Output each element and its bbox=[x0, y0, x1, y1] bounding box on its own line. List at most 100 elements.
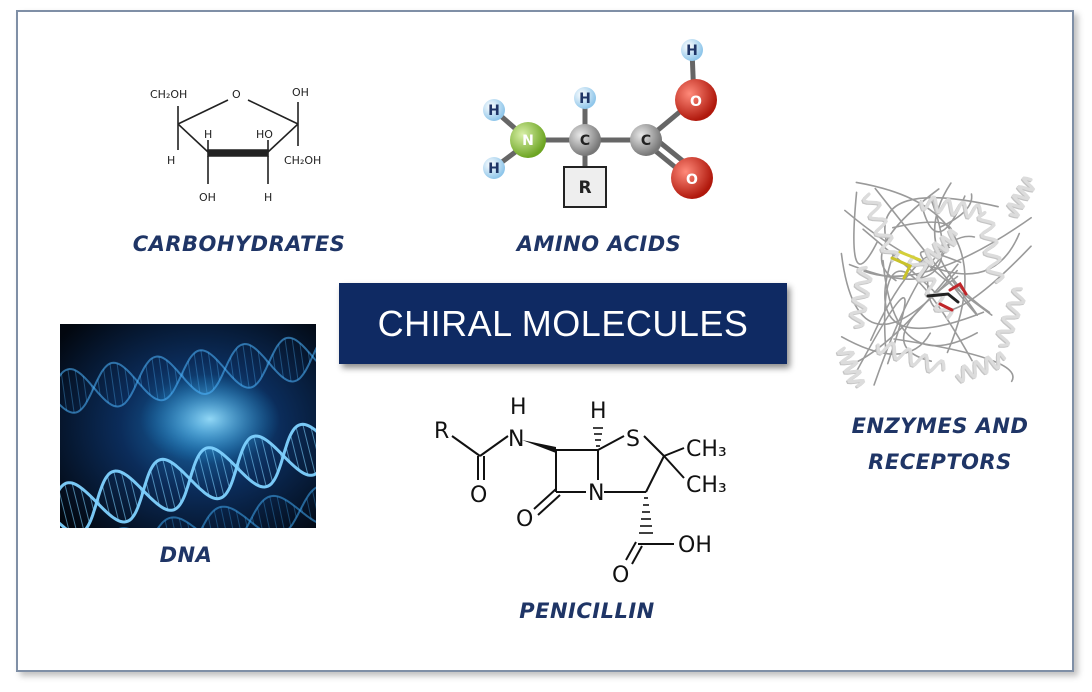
dna-rung bbox=[178, 518, 182, 528]
carbohydrate-structure: CH₂OH O OH H H HO CH₂OH OH H bbox=[150, 86, 321, 204]
amino-o-hydroxyl: O bbox=[690, 94, 702, 110]
dna-rung bbox=[170, 461, 182, 504]
enzyme-helix bbox=[849, 265, 873, 329]
amino-c-alpha: C bbox=[580, 133, 590, 149]
amino-h-n1: H bbox=[488, 103, 500, 119]
pen-n-ring: N bbox=[588, 481, 604, 506]
dna-rung bbox=[235, 348, 243, 386]
dna-rung bbox=[260, 437, 274, 483]
dna-rung bbox=[311, 490, 316, 510]
dna-rung bbox=[71, 482, 84, 528]
amino-h-hydroxyl: H bbox=[686, 43, 698, 59]
dna-rung bbox=[306, 497, 312, 520]
dna-rung bbox=[249, 345, 257, 385]
dna-rung bbox=[145, 365, 151, 395]
pen-oh: OH bbox=[678, 533, 712, 558]
label-carbohydrates: CARBOHYDRATES bbox=[132, 232, 346, 256]
sugar-ho-ring: HO bbox=[256, 128, 273, 141]
dna-rung bbox=[109, 363, 117, 407]
pen-ch3-b: CH₃ bbox=[686, 473, 727, 498]
dna-rung bbox=[284, 338, 292, 382]
dna-rung bbox=[200, 350, 208, 394]
dna-rung bbox=[227, 507, 234, 528]
dna-rung bbox=[246, 440, 260, 486]
pen-o-acid: O bbox=[612, 563, 629, 588]
amino-nitrogen: N bbox=[522, 133, 534, 149]
dna-rung bbox=[269, 443, 279, 473]
dna-rung bbox=[74, 370, 82, 410]
dna-rung bbox=[60, 373, 68, 411]
dna-rung bbox=[187, 522, 190, 528]
dna-rung bbox=[193, 353, 201, 393]
dna-rung bbox=[103, 369, 109, 403]
label-penicillin: PENICILLIN bbox=[519, 599, 655, 623]
label-amino-acids: AMINO ACIDS bbox=[516, 232, 682, 256]
enzyme-loop bbox=[882, 259, 978, 347]
dna-rung bbox=[187, 361, 193, 387]
dna-rung bbox=[179, 469, 187, 493]
dna-rung bbox=[278, 344, 284, 378]
sugar-oh-right: OH bbox=[292, 86, 309, 99]
dna-rung bbox=[164, 520, 168, 528]
pen-o-amide: O bbox=[470, 483, 487, 508]
enzyme-helix bbox=[996, 287, 1026, 347]
dna-rung bbox=[211, 447, 225, 497]
dna-rung bbox=[220, 452, 230, 489]
dna-rung bbox=[230, 357, 234, 379]
pen-o-lactam: O bbox=[516, 507, 533, 532]
amino-acid-model: H H N C H C H O O R bbox=[483, 39, 717, 208]
dna-rung bbox=[216, 359, 220, 381]
amino-o-carbonyl: O bbox=[686, 172, 698, 188]
dna-rung bbox=[295, 426, 309, 476]
dna-strand bbox=[156, 494, 316, 528]
dna-rung bbox=[193, 465, 201, 489]
enzyme-loop bbox=[840, 332, 932, 355]
dna-rung bbox=[276, 496, 285, 528]
pen-nh-n: N bbox=[508, 427, 524, 452]
penicillin-structure: R H N H S CH₃ CH₃ O O N O OH bbox=[434, 395, 727, 588]
enzyme-ligand bbox=[938, 302, 954, 312]
dna-rung bbox=[284, 499, 292, 527]
dna-rung bbox=[262, 500, 270, 528]
enzyme-helix bbox=[907, 255, 955, 319]
dna-rung bbox=[158, 356, 166, 400]
enzyme-loop bbox=[883, 270, 973, 362]
enzyme-loop bbox=[853, 191, 879, 265]
sugar-ch2oh-top: CH₂OH bbox=[150, 88, 187, 101]
enzyme-loop bbox=[884, 196, 999, 241]
amino-r-group: R bbox=[578, 178, 591, 198]
pen-sulfur: S bbox=[626, 427, 640, 452]
dna-rung bbox=[150, 469, 160, 506]
enzyme-helix bbox=[836, 346, 866, 388]
dna-rung bbox=[101, 485, 111, 515]
dna-rung bbox=[171, 517, 175, 528]
dna-rung bbox=[166, 360, 172, 394]
dna-rung bbox=[67, 369, 75, 413]
enzyme-ligand bbox=[898, 250, 922, 262]
enzyme-loop bbox=[884, 252, 985, 330]
sugar-h-left: H bbox=[167, 154, 175, 167]
dna-rung bbox=[204, 448, 218, 499]
dna-rung bbox=[291, 338, 299, 380]
dna-rung bbox=[293, 505, 297, 518]
enzyme-ligand bbox=[948, 281, 968, 296]
dna-rung bbox=[60, 492, 69, 528]
dna-rung bbox=[257, 351, 263, 377]
dna-rung bbox=[241, 450, 251, 480]
enzyme-helix bbox=[876, 341, 946, 373]
pen-nh-h: H bbox=[510, 395, 527, 420]
sugar-h-ring: H bbox=[204, 128, 212, 141]
label-enzymes-line2: RECEPTORS bbox=[868, 450, 1012, 474]
dna-rung bbox=[290, 434, 300, 471]
dna-rung bbox=[272, 353, 276, 371]
enzyme-helix bbox=[955, 351, 1007, 383]
dna-rung bbox=[269, 496, 278, 528]
dna-rung bbox=[64, 483, 77, 528]
dna-rung bbox=[124, 368, 130, 398]
enzyme-loop bbox=[855, 297, 906, 374]
label-dna: DNA bbox=[159, 543, 213, 567]
pen-r: R bbox=[434, 419, 449, 444]
dna-rung bbox=[120, 472, 134, 518]
dna-rung bbox=[198, 454, 210, 497]
enzyme-helix bbox=[924, 228, 958, 266]
